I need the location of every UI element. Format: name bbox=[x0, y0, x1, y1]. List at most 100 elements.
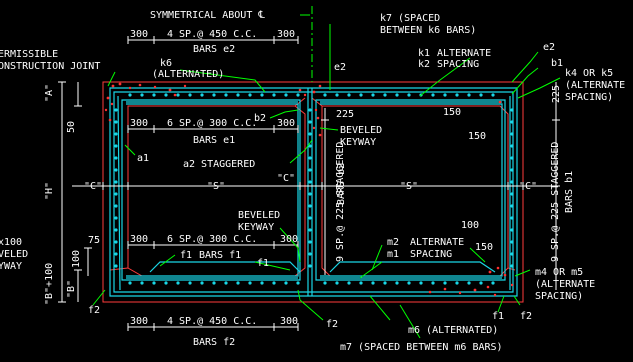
rebar-dot bbox=[212, 281, 216, 285]
dim-150c-label: 150 bbox=[475, 242, 493, 253]
concrete-hatch bbox=[104, 82, 514, 297]
rebar-dot bbox=[510, 252, 514, 256]
alternate-label: ALTERNATE bbox=[437, 48, 491, 59]
rebar-dot bbox=[248, 93, 252, 97]
rebar-dot bbox=[510, 132, 514, 136]
rebar-dot bbox=[510, 156, 514, 160]
rebar-dot bbox=[308, 168, 312, 172]
f2-left-label: f2 bbox=[88, 305, 100, 316]
dim-B100-label: "B"+100 bbox=[44, 263, 55, 305]
rebar-dot bbox=[114, 204, 118, 208]
rebar-dot bbox=[200, 281, 204, 285]
stagger-mid-label: 9 SP.@ 225 STAGGERED bbox=[335, 142, 346, 262]
dim-300-bot-right: 300 bbox=[280, 234, 298, 245]
dim-75-label: 75 bbox=[88, 235, 100, 246]
rebar-dot bbox=[323, 281, 327, 285]
yway-label: YWAY bbox=[0, 261, 22, 272]
m2-label: m2 bbox=[387, 237, 399, 248]
dim-C-left: "C" bbox=[84, 181, 102, 192]
rebar-dot bbox=[296, 93, 300, 97]
dim-S-left: "S" bbox=[207, 181, 225, 192]
annotation-labels: ERMISSIBLE ONSTRUCTION JOINT 300 4 SP.@ … bbox=[0, 13, 625, 353]
e2-right-label: e2 bbox=[543, 42, 555, 53]
dim-C-right: "C" bbox=[519, 181, 537, 192]
m4-label-1: m4 OR m5 bbox=[535, 267, 583, 278]
rebar-dot bbox=[114, 144, 118, 148]
rebar-dot bbox=[510, 168, 514, 172]
beveled-label-2: BEVELED bbox=[238, 210, 280, 221]
a1-label: a1 bbox=[137, 153, 149, 164]
rebar-dot bbox=[140, 93, 144, 97]
rebar-dot bbox=[510, 264, 514, 268]
rebar-dot bbox=[284, 281, 288, 285]
rebar-dot bbox=[114, 156, 118, 160]
rebar-dot bbox=[371, 93, 375, 97]
k4-label-2: (ALTERNATE bbox=[565, 80, 625, 91]
stagger-right-label: 9 SP.@ 225 STAGGERED bbox=[550, 142, 561, 262]
rebar-dot bbox=[114, 216, 118, 220]
rebar-dot bbox=[114, 132, 118, 136]
rebar-dot bbox=[510, 120, 514, 124]
dim-B-label: "B" bbox=[66, 280, 77, 298]
rebar-dot bbox=[308, 132, 312, 136]
m7-label: m7 (SPACED BETWEEN m6 BARS) bbox=[340, 342, 503, 353]
rebar-dot bbox=[114, 168, 118, 172]
dim-300-bottom-left: 300 bbox=[130, 316, 148, 327]
rebar-dot bbox=[164, 93, 168, 97]
k4-label-1: k4 OR k5 bbox=[565, 68, 613, 79]
rebar-dot bbox=[284, 93, 288, 97]
rebar-dot bbox=[467, 281, 471, 285]
bars-b1-label: BARS b1 bbox=[564, 171, 575, 213]
concrete-outline bbox=[102, 81, 524, 303]
e2-mid-label: e2 bbox=[334, 62, 346, 73]
leader-lines bbox=[92, 24, 561, 339]
rebar-dot bbox=[510, 108, 514, 112]
dim-300cc-bot: 6 SP.@ 300 C.C. bbox=[167, 234, 257, 245]
rebar-dot bbox=[491, 93, 495, 97]
veled-label: VELED bbox=[0, 249, 28, 260]
b2-label: b2 bbox=[254, 113, 266, 124]
dim-300-bottom-right: 300 bbox=[280, 316, 298, 327]
rebar-dot bbox=[383, 93, 387, 97]
top-dimension-lines bbox=[58, 36, 560, 331]
rebar-dot bbox=[395, 281, 399, 285]
rebar-dot bbox=[236, 281, 240, 285]
keyway-label-1: KEYWAY bbox=[340, 137, 376, 148]
rebar-dot bbox=[152, 281, 156, 285]
rebar-dot bbox=[443, 93, 447, 97]
rebar-dot bbox=[395, 93, 399, 97]
rebar-dot bbox=[260, 93, 264, 97]
k1-label: k1 bbox=[418, 48, 430, 59]
spacing-label: SPACING bbox=[437, 59, 479, 70]
rebar-dot bbox=[308, 108, 312, 112]
rebar-dot bbox=[308, 180, 312, 184]
k7-label-1: k7 (SPACED bbox=[380, 13, 440, 24]
rebar-dot bbox=[419, 281, 423, 285]
rebar-dot bbox=[510, 228, 514, 232]
rebar-dot bbox=[407, 281, 411, 285]
dim-S-right: "S" bbox=[400, 181, 418, 192]
rebar-dot bbox=[335, 93, 339, 97]
k6-label: k6 bbox=[160, 58, 172, 69]
rebar-dot bbox=[260, 281, 264, 285]
rebar-dot bbox=[176, 281, 180, 285]
rebar-dot bbox=[510, 144, 514, 148]
dim-300-mid-left: 300 bbox=[130, 118, 148, 129]
k2-label: k2 bbox=[418, 59, 430, 70]
dim-225r-label: 225 bbox=[551, 85, 562, 103]
rebar-dot bbox=[371, 281, 375, 285]
rebar-dot bbox=[359, 93, 363, 97]
dim-450-bottom: 4 SP.@ 450 C.C. bbox=[167, 316, 257, 327]
dim-300-mid-right: 300 bbox=[277, 118, 295, 129]
m4-label-3: SPACING) bbox=[535, 291, 583, 302]
permissible-label-1: ERMISSIBLE bbox=[0, 49, 58, 60]
dim-150a-label: 150 bbox=[443, 107, 461, 118]
dim-C-mid: "C" bbox=[277, 173, 295, 184]
dim-A-label: "A" bbox=[44, 84, 55, 102]
rebar-dot bbox=[128, 281, 132, 285]
rebar-dot bbox=[323, 93, 327, 97]
rebar-cage bbox=[109, 87, 518, 297]
f2-mid-label: f2 bbox=[326, 319, 338, 330]
dim-300cc-mid: 6 SP.@ 300 C.C. bbox=[167, 118, 257, 129]
